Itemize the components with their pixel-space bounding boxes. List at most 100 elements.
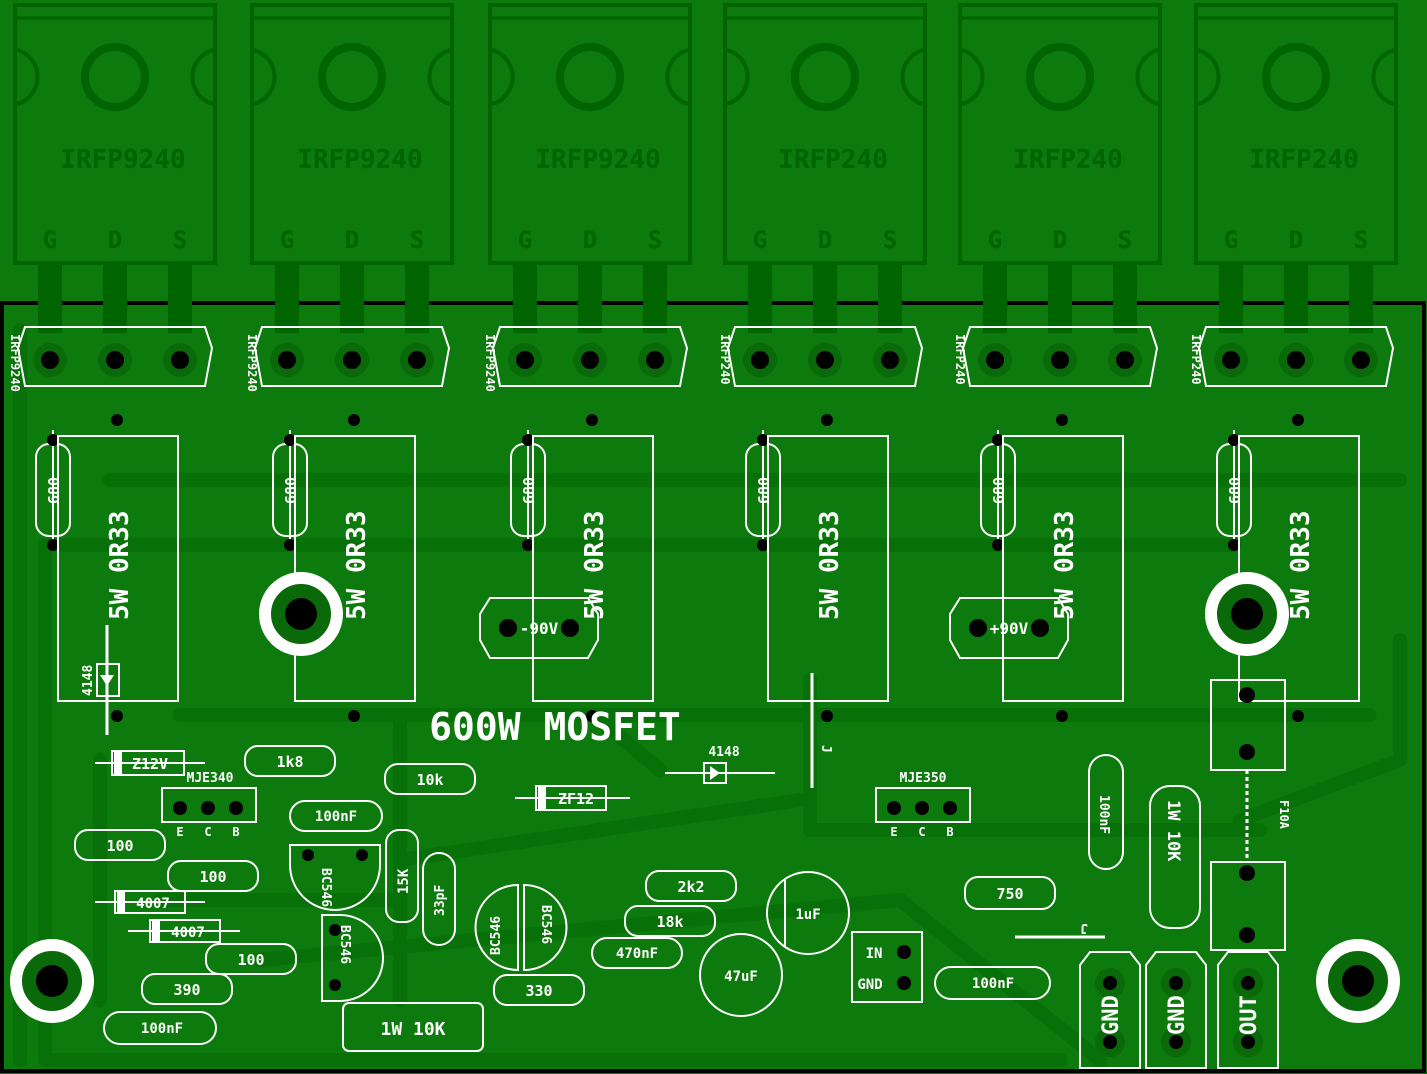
- capacitor-100nf-d: 100nF: [1088, 754, 1124, 870]
- svg-text:100nF: 100nF: [141, 1021, 183, 1037]
- svg-text:100nF: 100nF: [972, 976, 1014, 992]
- capacitor-100nf-a: 100nF: [289, 800, 383, 832]
- resistor-1w-10k-b: 1W 10K: [1149, 785, 1201, 929]
- diode-4007-a: 4007: [95, 890, 205, 914]
- svg-text:390: 390: [173, 981, 200, 999]
- resistor-750: 750: [964, 876, 1056, 910]
- pin-label: G: [1224, 226, 1238, 254]
- pin-label: S: [410, 226, 424, 254]
- header-label: IRFP9240: [8, 334, 22, 392]
- pin-label: S: [883, 226, 897, 254]
- svg-text:33pF: 33pF: [433, 885, 448, 916]
- svg-text:4148: 4148: [81, 665, 96, 696]
- mosfet-label: IRFP9240: [60, 145, 185, 175]
- svg-text:MJE340: MJE340: [187, 771, 234, 786]
- svg-text:5W 0R33: 5W 0R33: [1286, 510, 1316, 620]
- capacitor-33pf: 33pF: [422, 852, 456, 946]
- svg-text:680: 680: [990, 477, 1008, 504]
- copper-traces: [13, 323, 1407, 1067]
- transistor-bc546-d: BC546: [523, 883, 568, 972]
- svg-text:1k8: 1k8: [276, 753, 303, 771]
- pin-label: D: [345, 226, 359, 254]
- pin-label: G: [280, 226, 294, 254]
- pin-label: S: [173, 226, 187, 254]
- header-label: IRFP240: [1189, 334, 1203, 385]
- board-outline: [0, 301, 1426, 1073]
- gate-resistor-5: 680: [980, 430, 1016, 551]
- power-resistor-1: 5W 0R33: [57, 414, 179, 722]
- svg-text:BC546: BC546: [489, 916, 504, 955]
- power-resistor-6: 5W 0R33: [1238, 414, 1360, 722]
- rail-pos-connector: +90V: [949, 597, 1069, 659]
- svg-text:680: 680: [282, 477, 300, 504]
- svg-text:100: 100: [199, 868, 226, 886]
- diode-4148-left: 4148: [81, 625, 120, 735]
- pin-label: G: [518, 226, 532, 254]
- svg-text:B: B: [232, 825, 239, 839]
- pin-label: S: [1118, 226, 1132, 254]
- svg-text:1uF: 1uF: [795, 907, 820, 923]
- jumper-j1: J: [810, 673, 833, 788]
- power-resistor-5: 5W 0R33: [1002, 414, 1124, 722]
- pin-label: D: [583, 226, 597, 254]
- gate-resistor-6: 680: [1216, 430, 1252, 551]
- svg-text:680: 680: [45, 477, 63, 504]
- pin-label: G: [753, 226, 767, 254]
- rail-neg-connector: -90V: [479, 597, 599, 659]
- svg-text:C: C: [918, 825, 925, 839]
- svg-text:5W 0R33: 5W 0R33: [342, 510, 372, 620]
- input-gnd-label: GND: [857, 977, 882, 993]
- svg-text:1W 10K: 1W 10K: [380, 1019, 445, 1040]
- svg-text:100nF: 100nF: [1096, 795, 1111, 834]
- mosfet-label: IRFP240: [1013, 145, 1123, 175]
- svg-text:GND: GND: [1165, 995, 1190, 1035]
- header-label: IRFP240: [718, 334, 732, 385]
- pad-header-6: IRFP240: [1189, 326, 1395, 387]
- gate-resistor-1: 680: [35, 430, 71, 551]
- svg-text:BC546: BC546: [337, 925, 352, 964]
- jumper-j2: J: [1015, 920, 1105, 939]
- header-label: IRFP240: [953, 334, 967, 385]
- mosfet-label: IRFP240: [778, 145, 888, 175]
- pin-label: D: [1289, 226, 1303, 254]
- pin-label: D: [108, 226, 122, 254]
- svg-text:680: 680: [520, 477, 538, 504]
- svg-text:4007: 4007: [171, 925, 205, 941]
- transistor-mje350: MJE350 E C B: [875, 771, 971, 839]
- pad-header-1: IRFP9240: [8, 326, 214, 392]
- capacitor-1uf: 1uF: [766, 871, 850, 955]
- svg-text:4007: 4007: [136, 896, 170, 912]
- transistor-bc546-b: BC546: [321, 914, 384, 1002]
- mosfet-label: IRFP240: [1249, 145, 1359, 175]
- resistor-10k: 10k: [384, 763, 476, 795]
- input-connector: IN GND: [851, 931, 923, 1003]
- gate-resistor-4: 680: [745, 430, 781, 551]
- svg-text:E: E: [890, 825, 897, 839]
- svg-text:100: 100: [106, 837, 133, 855]
- svg-text:5W 0R33: 5W 0R33: [580, 510, 610, 620]
- svg-text:2k2: 2k2: [677, 878, 704, 896]
- svg-text:100nF: 100nF: [315, 809, 357, 825]
- svg-text:5W 0R33: 5W 0R33: [1050, 510, 1080, 620]
- svg-text:5W 0R33: 5W 0R33: [815, 510, 845, 620]
- svg-text:ZF12: ZF12: [558, 790, 594, 808]
- svg-text:BC546: BC546: [538, 905, 553, 944]
- svg-text:680: 680: [1226, 477, 1244, 504]
- svg-text:10k: 10k: [416, 771, 443, 789]
- svg-text:BC546: BC546: [318, 868, 333, 907]
- svg-text:J: J: [818, 745, 833, 753]
- power-resistor-4: 5W 0R33: [767, 414, 889, 722]
- svg-text:Z12V: Z12V: [132, 755, 168, 773]
- gate-resistor-3: 680: [510, 430, 546, 551]
- diode-4148-mid: 4148: [665, 745, 775, 784]
- pin-label: S: [648, 226, 662, 254]
- svg-text:47uF: 47uF: [724, 969, 758, 985]
